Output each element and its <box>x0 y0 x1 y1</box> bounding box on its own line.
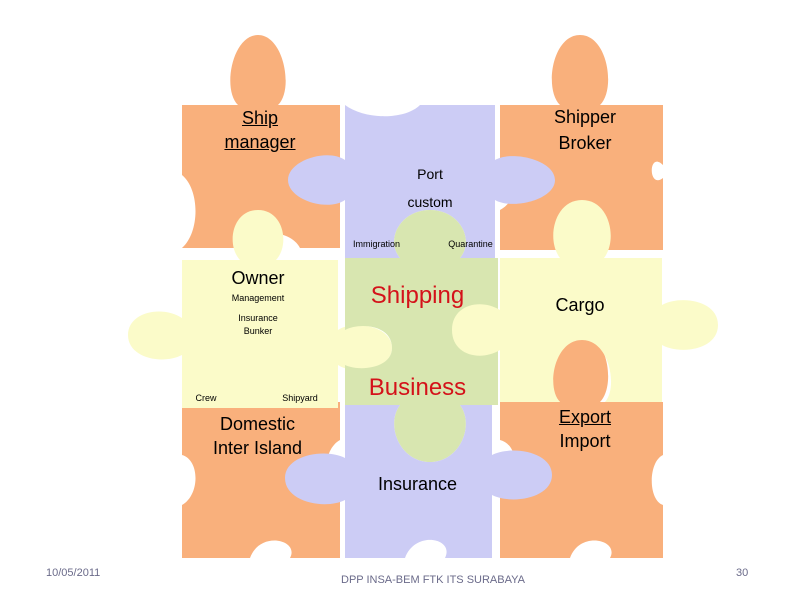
broker-label: Broker <box>558 133 612 153</box>
footer-date: 10/05/2011 <box>46 567 101 579</box>
port-label: Port <box>417 166 443 182</box>
owner-label: Owner <box>231 268 285 288</box>
crew-label: Crew <box>195 393 217 403</box>
bunker-label: Bunker <box>243 326 273 336</box>
custom-label: custom <box>407 194 453 210</box>
import-label: Import <box>559 431 611 451</box>
puzzle-piece-export-import <box>500 333 663 558</box>
insurance-label: Insurance <box>377 474 458 494</box>
puzzle-piece-owner <box>128 210 392 408</box>
business-label: Business <box>368 374 467 401</box>
insurance-small-label: Insurance <box>238 313 278 323</box>
shipping-label: Shipping <box>370 282 465 309</box>
puzzle-piece-domestic <box>182 340 340 558</box>
quarantine-label: Quarantine <box>448 239 493 249</box>
ship-manager-line1: Ship <box>241 108 279 128</box>
footer-page-number: 30 <box>736 567 749 579</box>
footer-center: DPP INSA-BEM FTK ITS SURABAYA <box>341 574 525 586</box>
cargo-label: Cargo <box>555 295 605 315</box>
export-label: Export <box>558 407 612 427</box>
puzzle-piece-insurance <box>285 405 552 558</box>
puzzle-piece-shipping-business <box>345 210 498 462</box>
management-label: Management <box>231 293 285 303</box>
shipper-label: Shipper <box>553 107 617 127</box>
inter-island-label: Inter Island <box>212 438 303 458</box>
domestic-label: Domestic <box>219 414 295 434</box>
shipyard-label: Shipyard <box>282 393 318 403</box>
immigration-label: Immigration <box>352 239 400 249</box>
puzzle-piece-port <box>288 105 555 258</box>
ship-manager-line2: manager <box>224 132 296 152</box>
puzzle-piece-cargo <box>452 200 718 402</box>
